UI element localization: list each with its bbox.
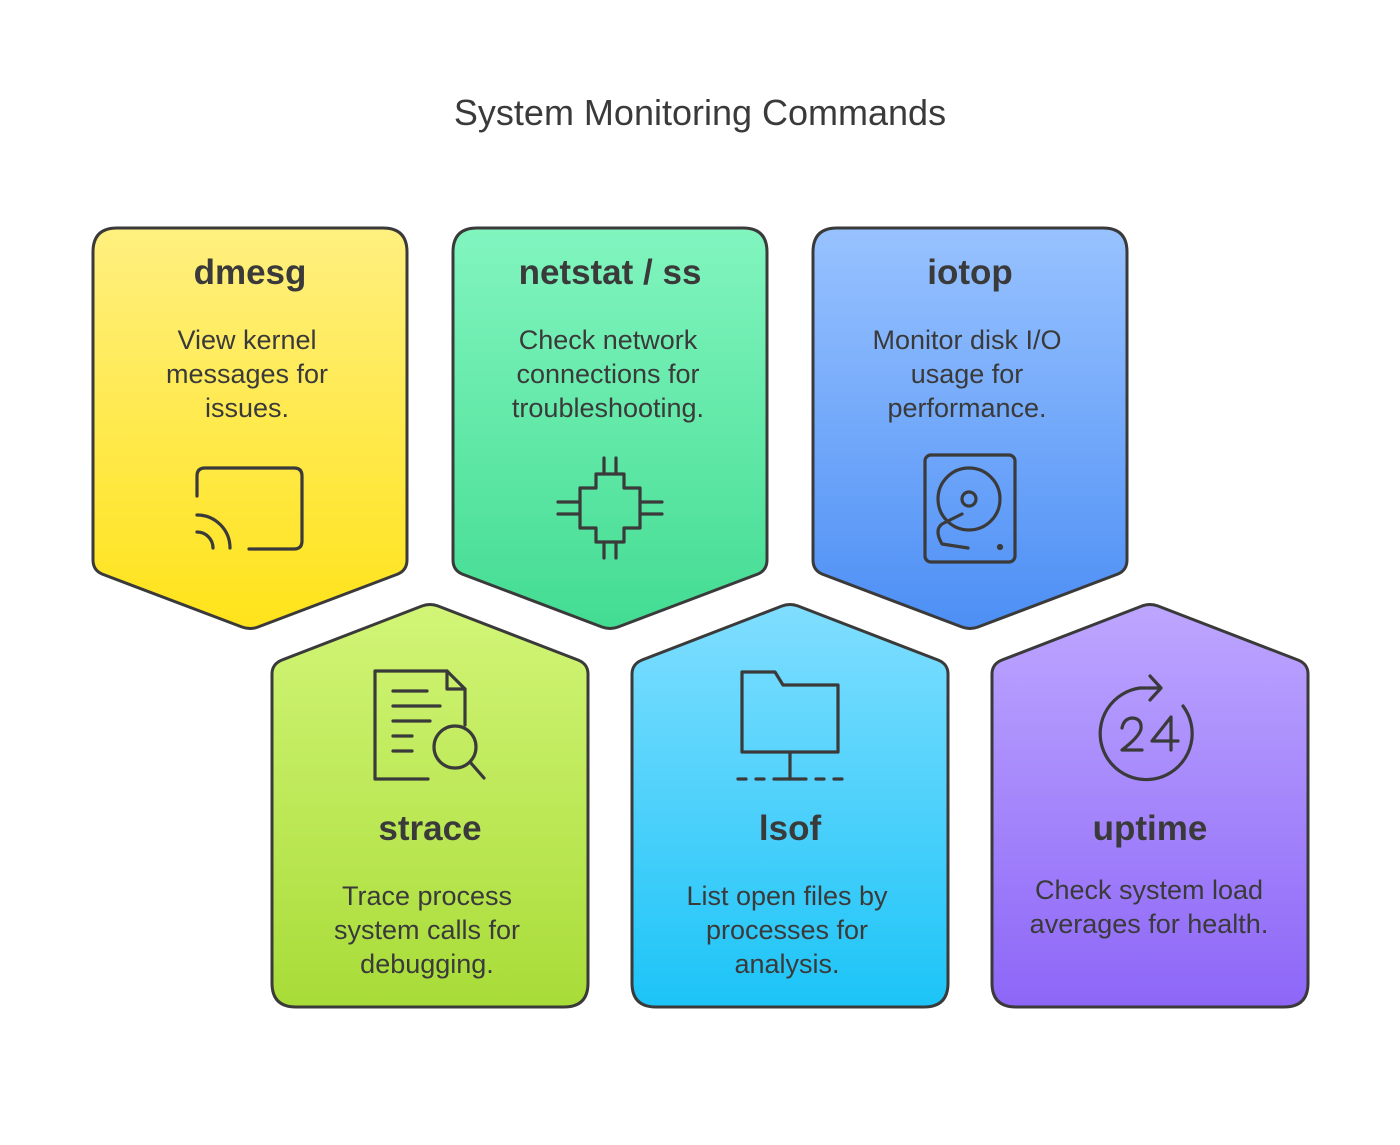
card-iotop: iotop Monitor disk I/O usage for perform… <box>811 226 1129 630</box>
card-shape <box>451 226 769 630</box>
card-dmesg: dmesg View kernel messages for issues. <box>91 226 409 630</box>
card-desc-line: system calls for <box>334 915 520 945</box>
clock-24-icon <box>1098 674 1194 782</box>
card-shape <box>990 603 1310 1009</box>
cast-icon <box>195 466 304 551</box>
card-title: dmesg <box>194 253 307 292</box>
document-search-icon <box>373 669 486 781</box>
card-desc-line: Check network <box>519 325 698 355</box>
card-title: netstat / ss <box>519 253 702 292</box>
hard-drive-icon <box>923 453 1017 564</box>
card-desc-line: connections for <box>516 359 699 389</box>
card-desc-line: messages for <box>166 359 328 389</box>
network-folder-icon <box>736 670 844 781</box>
card-netstat-ss: netstat / ss Check network connections f… <box>451 226 769 630</box>
card-desc-line: View kernel <box>177 325 316 355</box>
card-desc-line: troubleshooting. <box>512 393 704 423</box>
card-uptime: uptime Check system load averages for he… <box>990 603 1310 1009</box>
card-desc-line: Check system load <box>1035 875 1263 905</box>
card-title: strace <box>378 809 481 848</box>
page-title: System Monitoring Commands <box>453 92 947 133</box>
card-lsof: lsof List open files by processes for an… <box>630 603 950 1009</box>
card-title: lsof <box>759 809 822 848</box>
card-shape <box>270 603 590 1009</box>
card-title: uptime <box>1093 809 1208 848</box>
card-shape <box>91 226 409 630</box>
card-desc-line: List open files by <box>686 881 888 911</box>
card-title: iotop <box>927 253 1013 292</box>
card-desc-line: performance. <box>887 393 1046 423</box>
card-desc-line: averages for health. <box>1030 909 1269 939</box>
card-desc-line: usage for <box>911 359 1024 389</box>
card-desc-line: issues. <box>205 393 289 423</box>
card-strace: strace Trace process system calls for de… <box>270 603 590 1009</box>
card-desc-line: Monitor disk I/O <box>872 325 1061 355</box>
card-shape <box>630 603 950 1009</box>
card-desc-line: debugging. <box>360 949 494 979</box>
card-shape <box>811 226 1129 630</box>
card-desc-line: analysis. <box>734 949 839 979</box>
chip-icon <box>556 456 664 560</box>
card-desc-line: processes for <box>706 915 868 945</box>
card-desc-line: Trace process <box>342 881 512 911</box>
